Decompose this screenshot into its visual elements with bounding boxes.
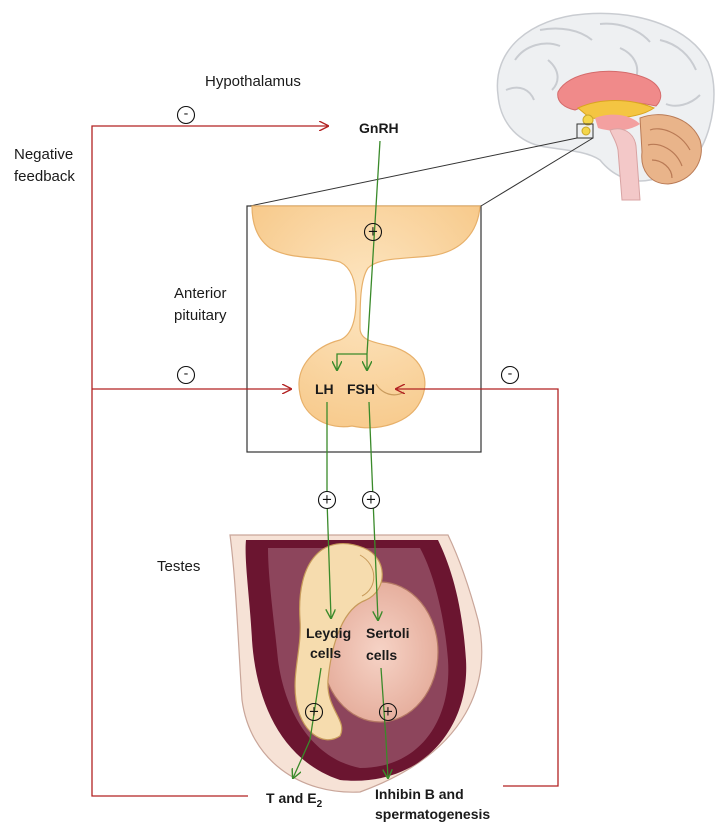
svg-text:+: + xyxy=(383,705,394,720)
svg-text:-: - xyxy=(508,367,513,382)
leydig-cells-label-line1: Leydig xyxy=(306,625,351,641)
svg-text:-: - xyxy=(184,367,189,382)
minus-sign-hypothalamus: - xyxy=(178,107,195,124)
anterior-pituitary-label-line1: Anterior xyxy=(174,285,227,302)
svg-text:-: - xyxy=(184,107,189,122)
minus-sign-lh: - xyxy=(178,367,195,384)
zoom-line-left xyxy=(250,138,577,206)
estradiol-subscript: 2 xyxy=(317,799,323,810)
hypothalamus-label: Hypothalamus xyxy=(205,73,301,90)
plus-sign-fsh: + xyxy=(363,492,380,509)
zoom-line-right xyxy=(481,138,593,206)
negative-feedback-label-line2: feedback xyxy=(14,168,75,185)
brain-illustration xyxy=(497,13,714,200)
sertoli-cells-label-line2: cells xyxy=(366,647,397,663)
fsh-label: FSH xyxy=(347,381,375,397)
negative-feedback-label-line1: Negative xyxy=(14,146,73,163)
gnrh-label: GnRH xyxy=(359,120,399,136)
leydig-cells-label-line2: cells xyxy=(310,645,341,661)
sertoli-cells-label-line1: Sertoli xyxy=(366,625,410,641)
testis-illustration xyxy=(230,535,482,792)
svg-text:+: + xyxy=(309,705,320,720)
testes-label: Testes xyxy=(157,558,200,575)
svg-text:+: + xyxy=(366,493,377,508)
minus-sign-fsh: - xyxy=(502,367,519,384)
anterior-pituitary-label-line2: pituitary xyxy=(174,307,227,324)
plus-sign-lh: + xyxy=(319,492,336,509)
svg-text:+: + xyxy=(322,493,333,508)
svg-text:+: + xyxy=(368,225,379,240)
testosterone-estradiol-label: T and E2 xyxy=(266,790,323,810)
lh-label: LH xyxy=(315,381,334,397)
inhibin-label-line1: Inhibin B and xyxy=(375,786,464,802)
inhibin-label-line2: spermatogenesis xyxy=(375,806,490,822)
